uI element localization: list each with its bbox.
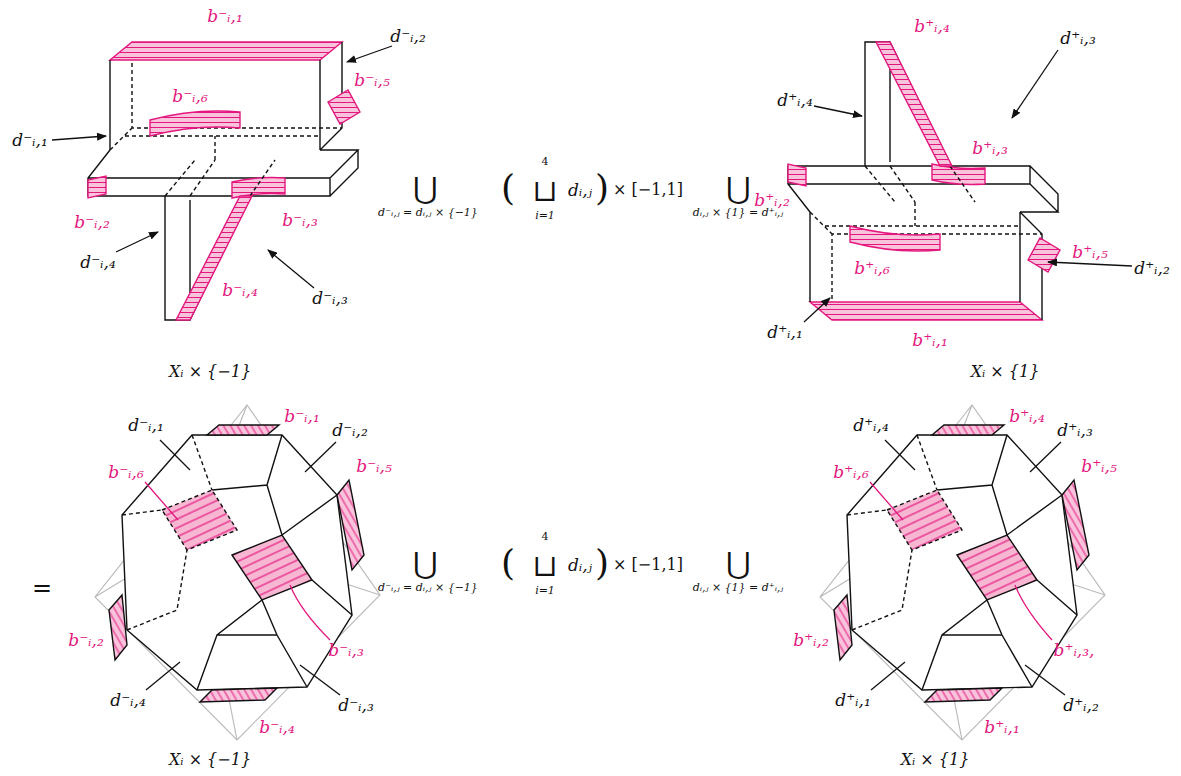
part-label: Xᵢ × {−1} [169,363,251,381]
math-symbol: ) [595,543,609,583]
part-label: d⁺ᵢ,₄ [853,416,889,435]
part-label: d⁻ᵢ,ⱼ = dᵢ,ⱼ × {−1} [378,207,478,219]
part-label: b⁺ᵢ,₂ [793,631,829,650]
part-label: d⁺ᵢ,₃ [1057,421,1093,440]
part-label: d⁻ᵢ,₁ [128,416,164,435]
part-label: d⁻ᵢ,₄ [110,691,146,710]
part-label: b⁺ᵢ,₁ [984,718,1020,737]
part-label: d⁻ᵢ,₃ [312,289,348,308]
part-label: dᵢ,ⱼ [568,181,592,200]
part-label: d⁺ᵢ,₃ [1060,29,1096,48]
part-label: d⁻ᵢ,₂ [332,421,368,440]
part-label: × [−1,1] [613,181,683,199]
part-label: d⁻ᵢ,₃ [338,696,374,715]
part-label: b⁻ᵢ,₄ [222,281,258,300]
part-label: b⁻ᵢ,₂ [68,631,104,650]
part-label: d⁺ᵢ,₂ [1134,259,1170,278]
part-label: dᵢ,ⱼ [568,556,592,575]
part-label: d⁺ᵢ,₁ [767,323,803,342]
part-label: × [−1,1] [613,556,683,574]
part-label: 4 [542,156,549,168]
part-label: b⁺ᵢ,₂ [754,191,790,210]
part-label: b⁺ᵢ,₆ [854,259,890,278]
part-label: 4 [542,531,549,543]
math-symbol: ) [595,168,609,208]
part-label: b⁺ᵢ,₄ [914,17,950,36]
part-label: d⁺ᵢ,₁ [835,691,871,710]
math-symbol: ⋃ [726,172,751,205]
part-label: b⁻ᵢ,₃ [328,641,364,660]
math-symbol: = [32,575,52,601]
math-symbol: ⊔ [532,549,557,582]
math-symbol: ( [501,168,515,208]
part-label: b⁻ᵢ,₄ [259,718,295,737]
part-label: i=1 [535,210,555,222]
part-label: Xᵢ × {1} [971,363,1040,381]
part-label: b⁺ᵢ,₁ [912,331,948,350]
part-label: b⁻ᵢ,₅ [356,457,392,476]
part-label: b⁻ᵢ,₁ [284,407,320,426]
part-label: Xᵢ × {1} [901,751,970,769]
part-label: d⁻ᵢ,ⱼ = dᵢ,ⱼ × {−1} [378,582,478,594]
part-label: b⁻ᵢ,₃ [282,211,318,230]
part-label: b⁺ᵢ,₆ [833,463,869,482]
math-symbol: ⋃ [413,172,438,205]
part-label: Xᵢ × {−1} [169,751,251,769]
part-label: b⁺ᵢ,₅ [1081,457,1117,476]
part-label: d⁻ᵢ,₂ [390,27,426,46]
part-label: d⁻ᵢ,₄ [80,253,116,272]
part-label: d⁺ᵢ,₄ [777,91,813,110]
part-label: b⁺ᵢ,₃ [972,139,1008,158]
part-label: d⁻ᵢ,₁ [12,131,48,150]
part-label: b⁻ᵢ,₆ [108,463,144,482]
part-label: b⁻ᵢ,₁ [207,7,243,26]
math-symbol: ⋃ [413,547,438,580]
part-label: b⁺ᵢ,₅ [1072,243,1108,262]
part-label: d⁺ᵢ,₂ [1063,696,1099,715]
math-symbol: ( [501,543,515,583]
part-label: dᵢ,ⱼ × {1} = d⁺ᵢ,ⱼ [693,582,784,594]
part-label: b⁺ᵢ,₃, [1054,641,1095,660]
math-symbol: ⋃ [726,547,751,580]
part-label: b⁻ᵢ,₂ [74,213,110,232]
part-label: b⁺ᵢ,₄ [1009,407,1045,426]
part-label: b⁻ᵢ,₅ [354,71,390,90]
part-label: i=1 [535,585,555,597]
part-label: b⁻ᵢ,₆ [172,87,208,106]
math-symbol: ⊔ [532,174,557,207]
